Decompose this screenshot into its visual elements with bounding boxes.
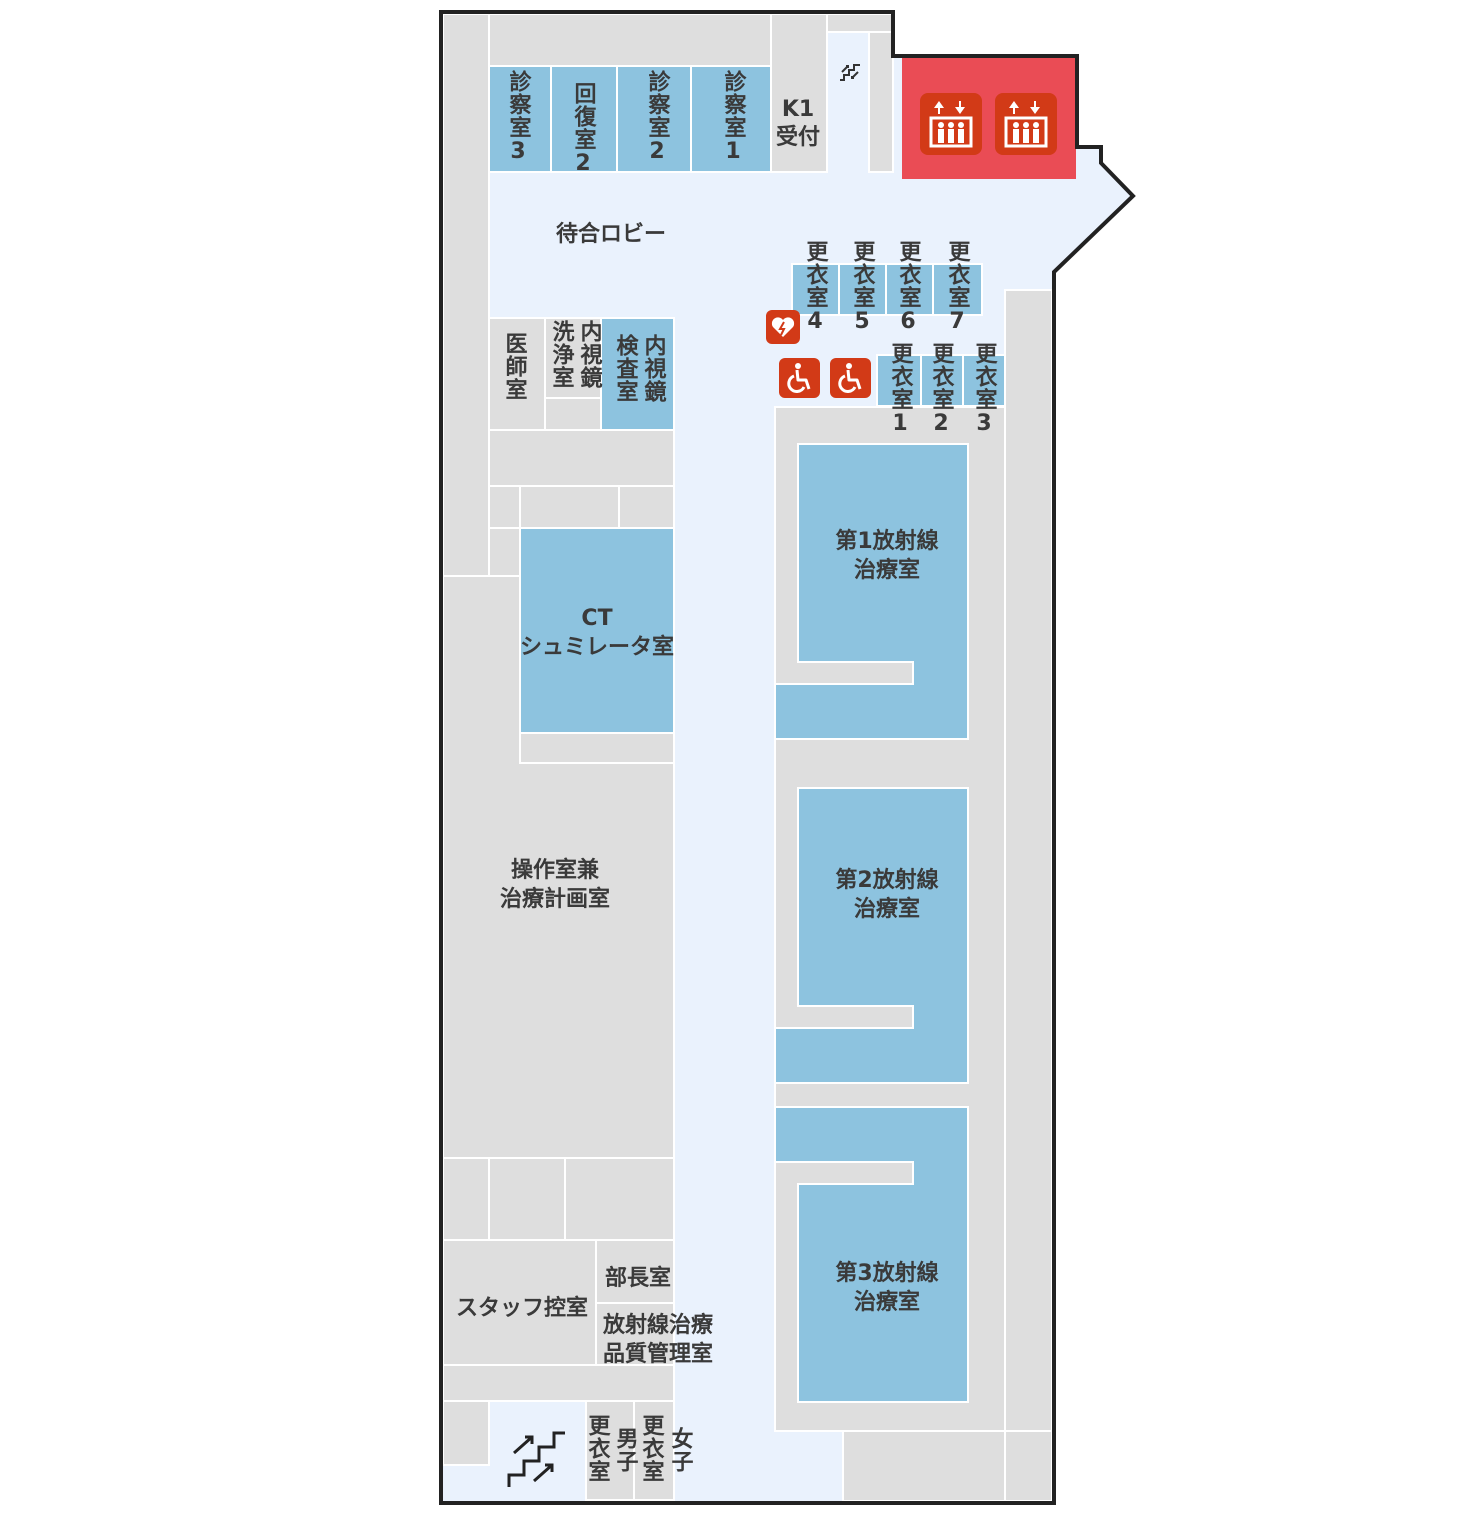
label-reception-code: K1 — [782, 97, 814, 122]
elevator-icon[interactable] — [920, 93, 982, 155]
consult-room-3 — [488, 65, 552, 173]
scope-exam-room — [600, 317, 675, 431]
room-labels: K1 受付 待合ロビー CT シュミレータ室 第1放射線 治療室 第2放射線 治… — [456, 97, 939, 1367]
label-control-2: 治療計画室 — [500, 886, 610, 912]
label-consult-3: 診察室3 — [506, 69, 532, 165]
label-male-changing-col1: 更衣室 — [585, 1414, 611, 1483]
label-changing-3: 更衣室3 — [972, 342, 998, 437]
bottom-left-strip — [442, 1364, 675, 1402]
label-changing-7: 更衣室7 — [945, 240, 971, 335]
label-changing-6: 更衣室6 — [896, 240, 922, 335]
label-scope-exam-col1: 検査室 — [613, 334, 639, 403]
left-small-4 — [488, 527, 521, 577]
radiotherapy-room-2 — [774, 787, 969, 1084]
ct-lower-block — [519, 732, 675, 764]
label-rt1-2: 治療室 — [854, 557, 920, 583]
director-room — [595, 1239, 675, 1304]
label-doctor-room: 医師室 — [502, 332, 528, 401]
label-rt2-1: 第2放射線 — [835, 867, 938, 893]
label-scope-wash-col2: 内視鏡 — [577, 320, 603, 389]
qa-room — [595, 1302, 675, 1366]
label-male-changing-col2: 男子 — [613, 1427, 639, 1473]
wheelchair-accessible-icon[interactable] — [779, 358, 820, 398]
ct-simulator-room — [519, 527, 675, 734]
changing-room-1 — [876, 354, 922, 407]
label-recovery-2: 回復室2 — [571, 82, 598, 177]
label-rt3-1: 第3放射線 — [835, 1260, 938, 1286]
female-changing — [633, 1400, 675, 1501]
label-control-1: 操作室兼 — [511, 857, 599, 883]
bottom-right-block — [842, 1430, 1006, 1502]
label-director: 部長室 — [605, 1265, 671, 1291]
stairs-icon[interactable] — [507, 1431, 565, 1487]
label-reception: 受付 — [776, 124, 820, 150]
label-changing-5: 更衣室5 — [850, 240, 876, 335]
patient-rooms — [488, 65, 1006, 1403]
elevator-icon[interactable] — [995, 93, 1057, 155]
left-small-1 — [488, 485, 521, 529]
right-strip — [1004, 289, 1053, 1432]
top-strip — [488, 13, 772, 67]
scope-area-block — [544, 397, 602, 431]
changing-room-4 — [791, 263, 840, 316]
left-bottom-strip — [442, 1157, 490, 1241]
escalator-icon[interactable] — [840, 64, 860, 81]
label-ct-1: CT — [581, 606, 612, 631]
small-room-b — [564, 1157, 675, 1241]
label-qa-2: 品質管理室 — [603, 1341, 713, 1367]
label-staff-lounge: スタッフ控室 — [456, 1295, 588, 1321]
changing-room-3 — [962, 354, 1006, 407]
label-rt3-2: 治療室 — [854, 1289, 920, 1315]
wheelchair-accessible-icon[interactable] — [830, 358, 871, 398]
label-female-changing-col1: 更衣室 — [639, 1414, 665, 1483]
label-ct-2: シュミレータ室 — [520, 634, 674, 660]
label-changing-4: 更衣室4 — [803, 240, 829, 335]
small-room-a — [488, 1157, 566, 1241]
staff-lounge — [442, 1239, 597, 1366]
label-consult-2: 診察室2 — [645, 69, 671, 165]
left-small-2 — [519, 485, 620, 529]
outer-wall — [439, 10, 1136, 1505]
label-changing-2: 更衣室2 — [929, 342, 955, 437]
top-right-strip — [826, 13, 894, 33]
left-small-3 — [618, 485, 675, 529]
label-rt1-1: 第1放射線 — [835, 528, 938, 554]
consult-room-2 — [616, 65, 692, 173]
vertical-room-labels: 診察室3 回復室2 診察室2 診察室1 更衣室4 更衣室5 更衣室6 更衣室7 … — [502, 69, 998, 1483]
label-scope-wash-col1: 洗浄室 — [549, 320, 575, 389]
label-qa-1: 放射線治療 — [602, 1312, 713, 1338]
changing-room-6 — [885, 263, 934, 316]
pillar-block — [868, 31, 894, 173]
aed-heart-icon[interactable] — [766, 310, 800, 344]
male-changing — [585, 1400, 635, 1501]
label-consult-1: 診察室1 — [721, 69, 747, 165]
left-mid-block — [488, 429, 675, 487]
radiotherapy-room-3 — [774, 1106, 969, 1403]
radiotherapy-room-1 — [774, 443, 969, 740]
label-rt2-2: 治療室 — [854, 896, 920, 922]
changing-room-5 — [838, 263, 887, 316]
label-female-changing-col2: 女子 — [668, 1426, 694, 1473]
changing-room-7 — [932, 263, 983, 316]
label-waiting-lobby: 待合ロビー — [556, 221, 666, 247]
label-scope-exam-col2: 内視鏡 — [641, 334, 667, 403]
label-changing-1: 更衣室1 — [888, 342, 914, 437]
consult-room-1 — [690, 65, 772, 173]
bottom-left-corner — [442, 1400, 490, 1466]
left-top-strip — [442, 13, 490, 577]
bottom-right-corner — [1004, 1430, 1053, 1502]
